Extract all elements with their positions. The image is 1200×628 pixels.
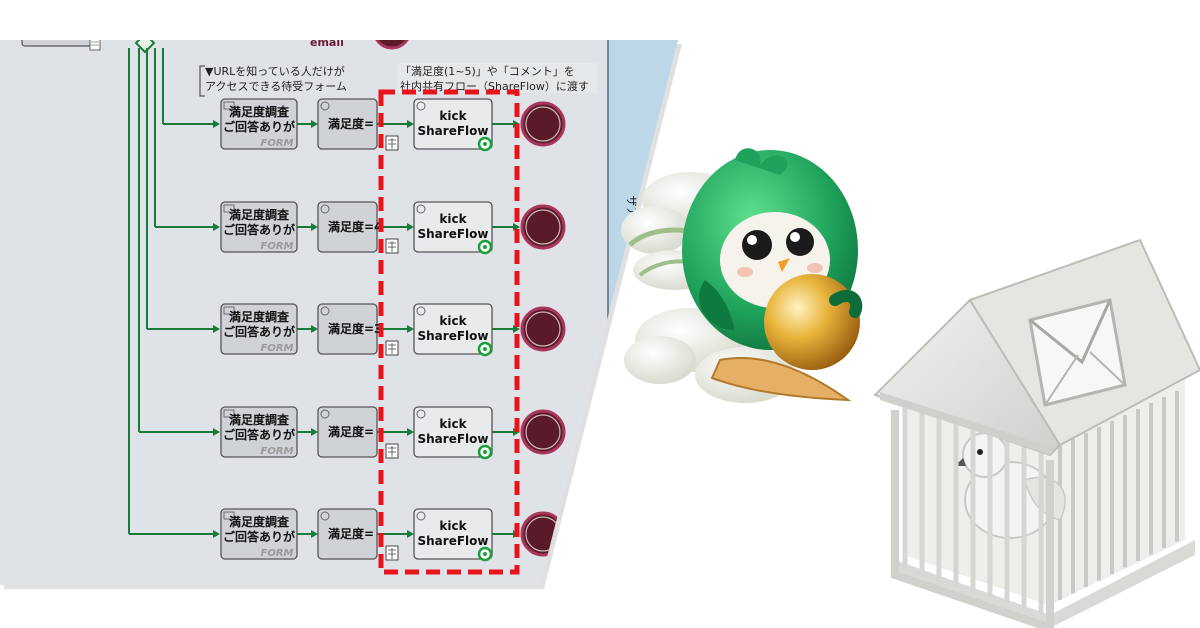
end-event[interactable] xyxy=(520,101,566,147)
condition-node[interactable]: 満足度= xyxy=(317,98,399,151)
mascot-beak xyxy=(778,258,790,272)
gear-icon xyxy=(320,409,330,419)
envelope-icon xyxy=(223,306,235,315)
share-annotation: 「満足度(1~5)」や「コメント」を 社内共有フロー（ShareFlow）に渡す xyxy=(397,63,597,93)
calculator-icon xyxy=(89,40,101,51)
form-task-line2: ご回答ありが xyxy=(223,427,295,442)
form-task-line2: ご回答ありが xyxy=(223,529,295,544)
calculator-icon xyxy=(385,135,399,151)
gear-icon xyxy=(416,306,426,316)
condition-node[interactable]: 満足度= xyxy=(317,406,399,459)
condition-label: 満足度=3 xyxy=(328,321,382,336)
condition-label: 満足度= xyxy=(328,424,374,439)
gateway-diamond[interactable] xyxy=(134,34,156,54)
gear-icon xyxy=(320,204,330,214)
mail-envelope-icon xyxy=(1028,298,1127,407)
envelope-icon xyxy=(223,204,235,213)
highlight-box xyxy=(378,89,520,575)
end-event[interactable] xyxy=(520,306,566,352)
form-tag: FORM xyxy=(261,138,294,149)
form-annotation: ▼URLを知っている人だけが アクセスできる待受フォーム xyxy=(199,64,347,97)
end-event[interactable] xyxy=(520,409,566,455)
form-annotation-line2: アクセスできる待受フォーム xyxy=(205,79,347,93)
kick-label-line1: kick xyxy=(439,212,467,226)
form-task-line1: 満足度調査 xyxy=(229,309,290,324)
calculator-icon xyxy=(385,545,399,561)
form-task-line2: ご回答ありが xyxy=(223,324,295,339)
share-annotation-line1: 「満足度(1~5)」や「コメント」を xyxy=(400,64,575,78)
kick-label-line1: kick xyxy=(439,417,467,431)
end-event[interactable] xyxy=(520,204,566,250)
branch-lines xyxy=(128,48,164,534)
gear-icon xyxy=(320,511,330,521)
mascot-eye-left xyxy=(742,230,772,260)
flow-rows: 満足度調査ご回答ありがFORM満足度=kickShareFlow満足度調査ご回答… xyxy=(129,98,566,562)
gear-icon xyxy=(416,101,426,111)
form-task-line1: 満足度調査 xyxy=(229,412,290,427)
gear-icon xyxy=(320,101,330,111)
top-end-event[interactable] xyxy=(372,12,412,50)
gear-icon xyxy=(416,204,426,214)
form-tag: FORM xyxy=(261,446,294,457)
form-task-line1: 満足度調査 xyxy=(229,207,290,222)
form-tag: FORM xyxy=(261,241,294,252)
mascot-illustration xyxy=(621,148,863,403)
top-task-box[interactable] xyxy=(21,28,95,47)
envelope-icon xyxy=(223,511,235,520)
condition-label: 満足度= xyxy=(328,116,374,131)
envelope-icon xyxy=(223,409,235,418)
kick-label-line2: ShareFlow xyxy=(418,329,489,343)
kick-label-line2: ShareFlow xyxy=(418,534,489,548)
gear-icon xyxy=(416,511,426,521)
calculator-icon xyxy=(385,443,399,459)
email-label: email xyxy=(310,36,344,49)
form-task-line2: ご回答ありが xyxy=(223,222,295,237)
kick-label-line1: kick xyxy=(439,109,467,123)
kick-label-line2: ShareFlow xyxy=(418,124,489,138)
form-task-line1: 満足度調査 xyxy=(229,104,290,119)
gear-icon xyxy=(416,409,426,419)
form-tag: FORM xyxy=(261,548,294,559)
condition-label: 満足度=4 xyxy=(328,219,382,234)
birdhouse-illustration xyxy=(873,238,1200,628)
condition-node[interactable]: 満足度=4 xyxy=(317,201,399,254)
workflow-diagram-panel: ザアカウントなし） email ▼URLを知っている人だけが アクセスできる待受… xyxy=(0,12,682,589)
condition-label: 満足度= xyxy=(328,526,374,541)
form-task-line2: ご回答ありが xyxy=(223,119,295,134)
condition-node[interactable]: 満足度=3 xyxy=(317,303,399,356)
gear-icon xyxy=(320,306,330,316)
surfboard xyxy=(710,357,852,402)
form-tag: FORM xyxy=(261,343,294,354)
mascot-eye-right xyxy=(786,228,814,256)
condition-node[interactable]: 満足度= xyxy=(317,508,399,561)
form-annotation-line1: ▼URLを知っている人だけが xyxy=(205,64,345,78)
kick-label-line2: ShareFlow xyxy=(418,227,489,241)
envelope-icon xyxy=(223,101,235,110)
form-task-line1: 満足度調査 xyxy=(229,514,290,529)
calculator-icon xyxy=(385,238,399,254)
calculator-icon xyxy=(385,340,399,356)
kick-label-line1: kick xyxy=(439,519,467,533)
golden-ball xyxy=(764,274,860,370)
kick-label-line2: ShareFlow xyxy=(418,432,489,446)
kick-label-line1: kick xyxy=(439,314,467,328)
